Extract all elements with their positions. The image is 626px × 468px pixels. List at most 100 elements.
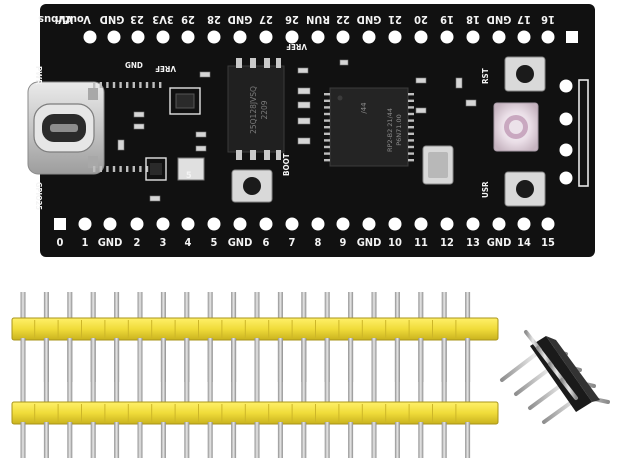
- header-pin: [160, 422, 166, 458]
- bottom-pin-label: GND: [228, 236, 253, 249]
- bottom-pin-label: 6: [263, 236, 270, 249]
- header-pin: [43, 340, 49, 404]
- header-pin: [277, 340, 283, 404]
- header-pin: [67, 340, 73, 404]
- bottom-pin-label: 4: [185, 236, 192, 249]
- bottom-pin-label: 2: [134, 236, 141, 249]
- bottom-pin-label: 12: [440, 236, 454, 249]
- pin-pad: [492, 30, 506, 44]
- header-pin: [67, 422, 73, 458]
- top-pin-label: 21: [388, 13, 402, 26]
- header-pin: [137, 422, 143, 458]
- flash-marking-1: 25Q128JVSQ: [249, 86, 258, 134]
- usb-c-connector: [27, 81, 105, 175]
- pin-pad: [492, 217, 506, 231]
- bottom-pin-label: 15: [541, 236, 555, 249]
- diode: [145, 157, 167, 181]
- inductor: [177, 157, 205, 181]
- header-pin: [137, 340, 143, 404]
- pin-pad: [440, 217, 454, 231]
- side-pads: [559, 79, 589, 187]
- pin-pad: [541, 30, 555, 44]
- header-pin: [43, 422, 49, 458]
- header-pin: [114, 340, 120, 404]
- header-pin: [348, 422, 354, 458]
- header-pin: [20, 292, 26, 320]
- header-pin: [160, 340, 166, 404]
- header-pin: [371, 422, 377, 458]
- bottom-pin-label: GND: [357, 236, 382, 249]
- bottom-pin-label: 3: [160, 236, 167, 249]
- pin-pad: [181, 30, 195, 44]
- boot-button[interactable]: [231, 169, 273, 203]
- bottom-pin-label: 5: [211, 236, 218, 249]
- regulator: [169, 87, 201, 115]
- pin-pad: [388, 217, 402, 231]
- pin-pad: [130, 217, 144, 231]
- rst-button[interactable]: [504, 56, 546, 92]
- header-pin: [277, 292, 283, 320]
- header-pin: [418, 292, 424, 320]
- top-pin-label: 20: [414, 13, 428, 26]
- top-pin-label: 29: [181, 13, 195, 26]
- top-pin-pads: [83, 30, 578, 44]
- top-pin-label: GND: [357, 13, 382, 26]
- pin-pad: [285, 217, 299, 231]
- header-pin: [231, 422, 237, 458]
- bottom-pin-label: 13: [466, 236, 480, 249]
- top-pin-label: RUN: [306, 13, 330, 26]
- bottom-pin-label: GND: [487, 236, 512, 249]
- silk-vref-top: VREF: [286, 42, 307, 51]
- header-plastic: [11, 401, 499, 425]
- pin-pad: [388, 30, 402, 44]
- header-pin: [371, 292, 377, 320]
- silk-vref-mid: VREF: [155, 64, 176, 73]
- pin-pad: [83, 30, 97, 44]
- pin-pad: [131, 30, 145, 44]
- pin-pad: [207, 217, 221, 231]
- flash-marking-2: 2209: [260, 100, 269, 119]
- mcu-marking-1: RP2-B2 21/44: [386, 108, 394, 152]
- right-angle-header: [500, 330, 610, 424]
- header-pin: [441, 422, 447, 458]
- pin-pad: [311, 30, 325, 44]
- pin-pad: [156, 217, 170, 231]
- top-pin-label: 19: [440, 13, 454, 26]
- header-pin: [371, 340, 377, 404]
- bottom-pin-label: 1: [82, 236, 89, 249]
- pin-pad: [233, 30, 247, 44]
- pin-pad: [440, 30, 454, 44]
- pin-pad: [517, 217, 531, 231]
- header-plastic: [11, 317, 499, 341]
- header-pin: [348, 292, 354, 320]
- silk-gpio25: GPIO25: [34, 182, 43, 210]
- header-pin: [67, 292, 73, 320]
- header-pin: [418, 340, 424, 404]
- header-pin: [90, 422, 96, 458]
- header-pin: [324, 292, 330, 320]
- header-pin: [254, 340, 260, 404]
- pin-pad: [414, 217, 428, 231]
- header-pin: [114, 422, 120, 458]
- pin-pad: [336, 30, 350, 44]
- header-pin: [184, 340, 190, 404]
- top-pin-label: 3V3: [152, 13, 174, 26]
- usr-button[interactable]: [504, 171, 546, 207]
- top-pin-label: 28: [207, 13, 221, 26]
- top-pin-label: 16: [541, 13, 555, 26]
- pin-pad: [517, 30, 531, 44]
- top-pin-label: GND: [100, 13, 125, 26]
- header-pin: [394, 292, 400, 320]
- bottom-pin-label: 11: [414, 236, 428, 249]
- header-pin: [441, 292, 447, 320]
- top-pin-label: 17: [517, 13, 531, 26]
- header-pin: [418, 422, 424, 458]
- mcu-chip: /44 RP2-B2 21/44 P6N71.00: [93, 82, 414, 172]
- bottom-pin-label: 7: [289, 236, 296, 249]
- header-pin: [394, 422, 400, 458]
- header-pin: [184, 422, 190, 458]
- header-pin: [207, 292, 213, 320]
- header-pin: [277, 422, 283, 458]
- pin-pad: [207, 30, 221, 44]
